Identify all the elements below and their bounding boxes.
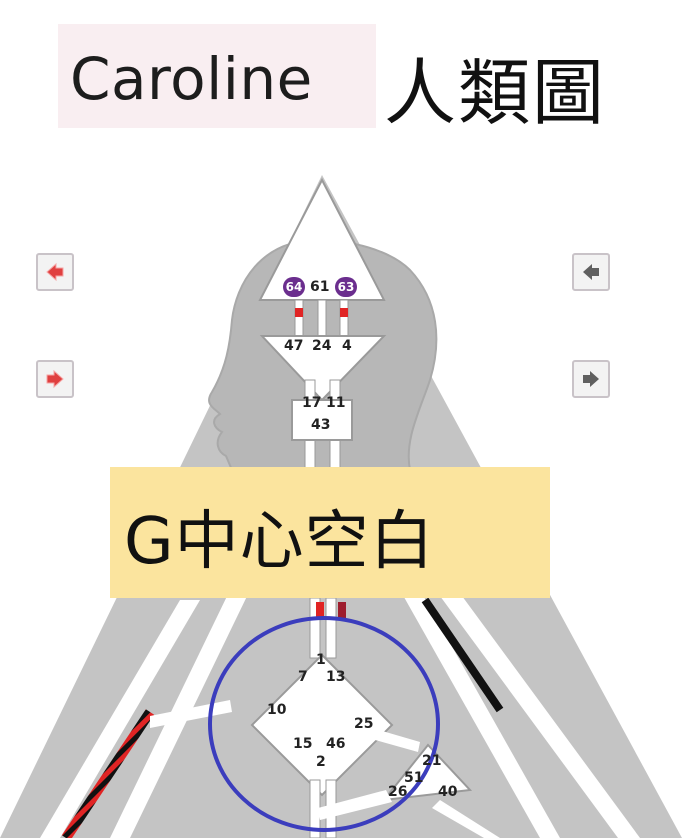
gate-marker-left — [316, 602, 324, 618]
caption-banner — [110, 467, 550, 598]
gate-40: 40 — [438, 784, 458, 800]
caption-text: G中心空白 — [124, 505, 435, 579]
gate-1: 1 — [316, 652, 326, 668]
gate-63: 63 — [335, 277, 357, 297]
personality-prev-button[interactable] — [572, 253, 610, 291]
left-outer-channel — [40, 600, 200, 838]
gate-26: 26 — [388, 784, 408, 800]
ajna-center — [259, 335, 387, 402]
right-arm-channel — [400, 590, 560, 838]
gate-46: 46 — [326, 736, 346, 752]
channel-40-37 — [432, 800, 500, 838]
personality-next-button[interactable] — [572, 360, 610, 398]
gate-17: 17 — [302, 395, 322, 411]
gate-10: 10 — [267, 702, 287, 718]
channel-throat-g-left — [309, 597, 321, 659]
gate-61: 61 — [310, 279, 330, 295]
design-prev-button[interactable] — [36, 253, 74, 291]
arrow-right-icon — [46, 369, 64, 389]
name-highlight — [58, 24, 376, 128]
throat-center — [291, 399, 353, 441]
gate-7: 7 — [298, 669, 308, 685]
chart-owner-name: Caroline — [70, 45, 313, 113]
channel-63-4 — [339, 299, 349, 341]
gate-43: 43 — [311, 417, 331, 433]
page-title: 人類圖 — [384, 51, 607, 135]
arrow-left-icon — [583, 264, 599, 280]
gate-25: 25 — [354, 716, 374, 732]
g-center — [250, 653, 394, 797]
channel-design-personality-line — [61, 709, 155, 838]
gate-64: 64 — [283, 277, 305, 297]
channel-61-24 — [317, 299, 327, 341]
channel-64-47 — [294, 299, 304, 341]
gate-21: 21 — [422, 753, 442, 769]
gate-51: 51 — [404, 770, 424, 786]
arrow-right-icon — [583, 371, 599, 387]
gate-marker-63 — [340, 308, 348, 317]
gate-24: 24 — [312, 338, 332, 354]
right-outer-channel — [440, 596, 640, 838]
design-next-button[interactable] — [36, 360, 74, 398]
g-center-highlight-circle — [208, 616, 440, 832]
channel-25-51 — [368, 728, 420, 752]
channel-26-44 — [318, 790, 392, 820]
gate-15: 15 — [293, 736, 313, 752]
gate-47: 47 — [284, 338, 304, 354]
channel-throat-g-right — [325, 597, 337, 659]
gate-13: 13 — [326, 669, 346, 685]
gate-2: 2 — [316, 754, 326, 770]
gate-11: 11 — [326, 395, 346, 411]
channel-personality-line — [421, 597, 504, 713]
gate-4: 4 — [342, 338, 352, 354]
gate-marker-right — [338, 602, 346, 618]
arrow-left-icon — [46, 262, 64, 282]
gate-marker-64 — [295, 308, 303, 317]
